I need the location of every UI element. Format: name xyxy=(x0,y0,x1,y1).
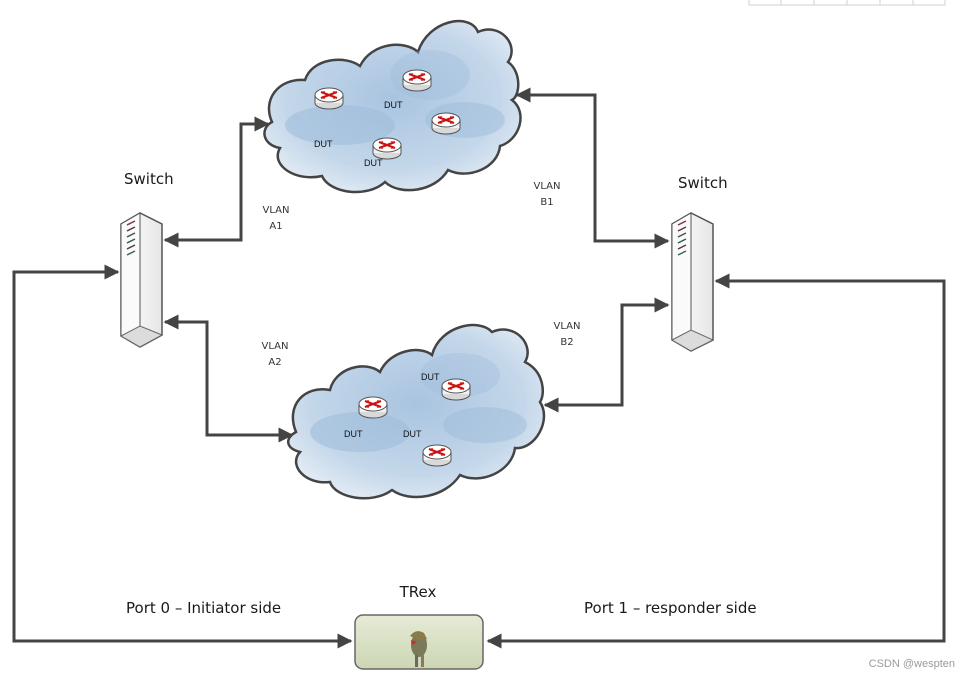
vlan-a2-label: VLAN A2 xyxy=(262,341,289,368)
port1-label: Port 1 – responder side xyxy=(584,599,757,617)
wire-port1 xyxy=(486,273,946,649)
trex-node[interactable]: TRex xyxy=(354,583,484,670)
port-leds-icon xyxy=(126,220,136,256)
svg-text:VLAN: VLAN xyxy=(554,321,581,332)
watermark: CSDN @wespten xyxy=(869,658,955,670)
router-icon xyxy=(313,86,345,111)
vlan-b1-label: VLAN B1 xyxy=(534,181,561,208)
switch-right-label: Switch xyxy=(678,174,728,192)
dut-label: DUT xyxy=(314,139,333,149)
svg-text:B1: B1 xyxy=(540,197,553,208)
vlan-a1-label: VLAN A1 xyxy=(263,205,290,232)
svg-text:VLAN: VLAN xyxy=(263,205,290,216)
wires xyxy=(12,87,946,649)
switch-left-label: Switch xyxy=(124,170,174,188)
wire-vlan-b1 xyxy=(515,87,670,249)
svg-text:VLAN: VLAN xyxy=(534,181,561,192)
wire-vlan-b2 xyxy=(543,297,670,413)
dut-label: DUT xyxy=(421,372,440,382)
dut-label: DUT xyxy=(344,429,363,439)
router-icon xyxy=(401,68,433,93)
router-icon xyxy=(357,395,389,420)
router-icon xyxy=(440,377,472,402)
svg-text:A1: A1 xyxy=(269,221,282,232)
router-icon xyxy=(421,443,453,468)
table-fragment xyxy=(748,0,946,6)
switch-left[interactable]: Switch xyxy=(119,170,174,348)
dut-label: DUT xyxy=(403,429,422,439)
cloud-top: DUT DUT DUT xyxy=(263,19,522,194)
switch-right[interactable]: Switch xyxy=(670,174,728,352)
router-icon xyxy=(430,111,462,136)
port0-label: Port 0 – Initiator side xyxy=(126,599,281,617)
wire-port0 xyxy=(12,264,353,649)
vlan-b2-label: VLAN B2 xyxy=(554,321,581,348)
wire-vlan-a1 xyxy=(163,116,270,248)
port-leds-icon xyxy=(677,220,687,256)
dinosaur-icon xyxy=(410,631,427,667)
svg-text:VLAN: VLAN xyxy=(262,341,289,352)
svg-text:B2: B2 xyxy=(560,337,573,348)
svg-text:A2: A2 xyxy=(268,357,281,368)
cloud-bottom-shape xyxy=(287,323,546,500)
cloud-top-shape xyxy=(263,19,522,194)
router-icon xyxy=(371,136,403,161)
cloud-bottom: DUT DUT DUT xyxy=(287,323,546,500)
dut-label: DUT xyxy=(384,100,403,110)
dut-label: DUT xyxy=(364,158,383,168)
trex-label: TRex xyxy=(399,583,437,601)
wire-vlan-a2 xyxy=(163,314,294,443)
